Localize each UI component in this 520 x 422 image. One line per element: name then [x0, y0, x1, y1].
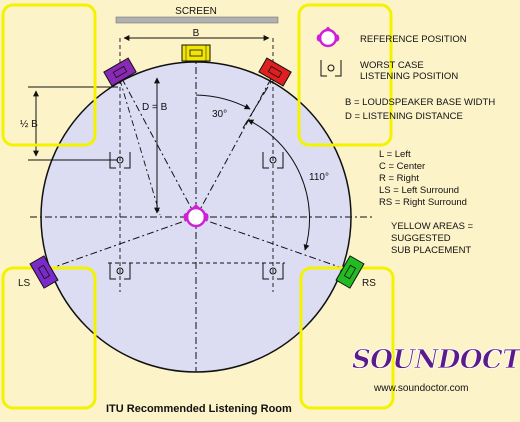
legend-worst-case-line1: WORST CASE — [360, 60, 424, 71]
screen-bar — [115, 16, 279, 24]
worst-case-position-front-right — [262, 152, 284, 169]
legend-channel-l: L = Left — [379, 149, 411, 160]
soundoctor-logo: SOUNDOCTOR — [352, 345, 520, 375]
legend-b-definition: B = LOUDSPEAKER BASE WIDTH — [345, 97, 495, 108]
legend-reference-head-icon — [316, 26, 340, 48]
worst-case-position-rear-right — [262, 263, 284, 280]
angle-110-label: 110° — [309, 172, 329, 183]
b-label: B — [193, 28, 200, 39]
angle-30-arc — [195, 94, 251, 110]
yellow-area-top-left — [1, 3, 97, 147]
reference-head-icon — [183, 204, 209, 228]
half-b-label: ½ B — [20, 119, 38, 130]
legend-yellow-line3: SUB PLACEMENT — [391, 245, 471, 256]
worst-case-position-front-left — [109, 152, 131, 169]
ls-label: LS — [18, 278, 31, 289]
legend-channel-c: C = Center — [379, 161, 425, 172]
diagram-caption: ITU Recommended Listening Room — [106, 403, 292, 415]
left-speaker — [103, 57, 137, 87]
right-speaker — [258, 57, 292, 87]
screen-label: SCREEN — [175, 6, 217, 17]
legend-yellow-line2: SUGGESTED — [391, 233, 451, 244]
right-surround-speaker — [335, 255, 365, 289]
ray-to-left-surround — [45, 216, 197, 271]
legend-channel-r: R = Right — [379, 173, 419, 184]
worst-case-position-rear-left — [109, 263, 131, 280]
left-listening-line — [119, 79, 161, 216]
ray-to-right — [195, 74, 274, 218]
legend-worst-case-icon — [320, 60, 342, 77]
center-speaker — [181, 44, 211, 62]
left-surround-speaker — [29, 255, 59, 289]
rs-label: RS — [362, 278, 376, 289]
d-eq-b-label: D = B — [142, 102, 168, 113]
website-url: www.soundoctor.com — [373, 383, 469, 394]
yellow-area-top-right — [297, 3, 393, 147]
angle-110-arc — [247, 119, 311, 251]
legend-reference-position: REFERENCE POSITION — [360, 34, 467, 45]
legend-yellow-line1: YELLOW AREAS = — [391, 221, 474, 232]
legend-worst-case-line2: LISTENING POSITION — [360, 71, 458, 82]
legend-d-definition: D = LISTENING DISTANCE — [345, 111, 463, 122]
legend-channel-ls: LS = Left Surround — [379, 185, 459, 196]
legend-channel-rs: RS = Right Surround — [379, 197, 467, 208]
angle-30-label: 30° — [212, 109, 227, 120]
